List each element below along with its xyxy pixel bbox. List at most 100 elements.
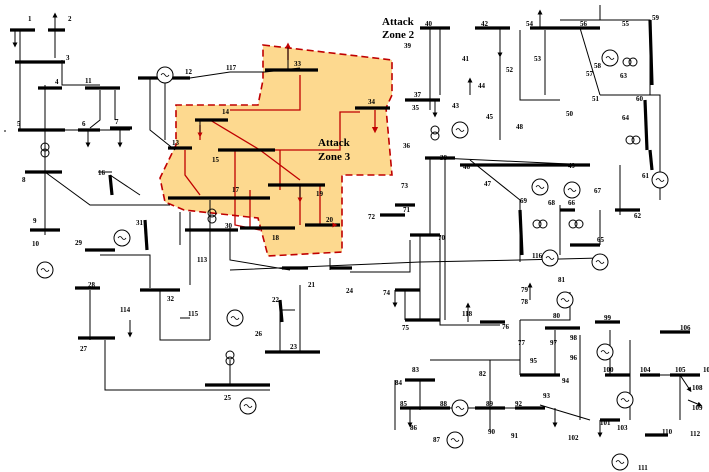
bus-label: 76: [502, 323, 510, 331]
bus-label: 12: [185, 68, 193, 76]
bus-label: 13: [172, 139, 180, 147]
bus-label: 25: [224, 394, 232, 402]
bus-label: 98: [570, 334, 578, 342]
bus-label: 49: [568, 162, 576, 170]
bus-label: 34: [368, 98, 376, 106]
bus-label: 32: [167, 295, 175, 303]
bus-label: 100: [603, 366, 614, 374]
bus-label: 47: [484, 180, 492, 188]
bus-label: 19: [316, 190, 324, 198]
bus-label: 118: [462, 310, 473, 318]
bus-label: 51: [592, 95, 600, 103]
bus-label: 16: [98, 169, 106, 177]
bus-label: 112: [690, 430, 701, 438]
bus-label: 24: [346, 287, 354, 295]
bus-label: 106: [680, 324, 691, 332]
bus-label: 63: [620, 72, 628, 80]
bus-label: 8: [22, 176, 26, 184]
bus-label: 115: [188, 310, 199, 318]
bus-label: 46: [463, 163, 471, 171]
bus-label: 79: [521, 286, 529, 294]
bus-label: 87: [433, 436, 441, 444]
bus-label: 113: [197, 256, 208, 264]
bus-label: 105: [675, 366, 686, 374]
bus-label: 2: [68, 15, 72, 23]
bus-label: 7: [115, 118, 119, 126]
bus-label: 26: [255, 330, 263, 338]
bus-label: 23: [290, 343, 298, 351]
attack-zone-2-label-line2: Zone 2: [382, 29, 415, 41]
bus-label: 37: [414, 91, 422, 99]
bus-label: 69: [520, 197, 528, 205]
bus-label: 66: [568, 199, 576, 207]
bus-label: 71: [403, 206, 411, 214]
bus-label: 27: [80, 345, 88, 353]
bus-label: 59: [652, 14, 660, 22]
bus-label: 39: [404, 42, 412, 50]
bus-label: 14: [222, 108, 230, 116]
bus-label: 18: [272, 234, 280, 242]
bus-label: 15: [212, 156, 220, 164]
bus-label: 41: [462, 55, 470, 63]
bus-label: 72: [368, 213, 376, 221]
attack-zone-3-label-line2: Zone 3: [318, 151, 351, 163]
bus-label: 82: [479, 370, 487, 378]
bus-label: 57: [586, 70, 594, 78]
bus-label: 54: [526, 20, 534, 28]
bus-label: 109: [692, 404, 703, 412]
bus-label: 92: [515, 400, 523, 408]
bus-label: 62: [634, 212, 642, 220]
bus-label: 3: [66, 54, 70, 62]
bus-label: 80: [553, 312, 561, 320]
attack-zone-3-label-line1: Attack: [318, 137, 351, 149]
bus-label: 21: [308, 281, 316, 289]
bus-label: 20: [326, 216, 334, 224]
bus-label: 99: [604, 314, 612, 322]
bus-label: 102: [568, 434, 579, 442]
bus-label: 48: [516, 123, 524, 131]
bus-label: 33: [294, 60, 302, 68]
bus-label: 104: [640, 366, 651, 374]
bus-label: 97: [550, 339, 558, 347]
bus-label: 29: [75, 239, 83, 247]
bus-label: 93: [543, 392, 551, 400]
bus-label: 89: [486, 400, 494, 408]
bus-label: 44: [478, 82, 486, 90]
bus-label: 11: [85, 77, 92, 85]
bus-label: 83: [412, 366, 420, 374]
bus-label: 36: [403, 142, 411, 150]
bus-label: 60: [636, 95, 644, 103]
bus-label: 56: [580, 20, 588, 28]
bus-label: 101: [600, 419, 611, 427]
bus-label: 68: [548, 199, 556, 207]
bus-label: 22: [272, 296, 280, 304]
bus-label: 28: [88, 281, 96, 289]
bus-label: 10: [32, 240, 40, 248]
bus-label: 78: [521, 298, 529, 306]
bus-label: 31: [136, 219, 144, 227]
bus-label: 53: [534, 55, 542, 63]
bus-label: 1: [28, 15, 32, 23]
bus-label: 4: [55, 78, 59, 86]
bus-label: 40: [425, 20, 433, 28]
bus-label: 86: [410, 424, 418, 432]
bus-label: 5: [17, 120, 21, 128]
bus-label: 81: [558, 276, 566, 284]
bus-label: 75: [402, 324, 410, 332]
bus-label: 116: [532, 252, 543, 260]
bus-label: 45: [486, 113, 494, 121]
bus-label: 43: [452, 102, 460, 110]
bus-label: 74: [383, 289, 391, 297]
bus-label: 64: [622, 114, 630, 122]
bus-label: 85: [400, 400, 408, 408]
bus-label: 77: [518, 339, 526, 347]
bus-label: 108: [692, 384, 703, 392]
bus-label: 9: [33, 217, 37, 225]
bus-label: 30: [225, 222, 233, 230]
bus-label: 91: [511, 432, 519, 440]
bus-label: 90: [488, 428, 496, 436]
bus-label: 38: [440, 154, 448, 162]
bus-label: 111: [638, 464, 648, 472]
bus-label: 94: [562, 377, 570, 385]
bus-label: 96: [570, 354, 578, 362]
